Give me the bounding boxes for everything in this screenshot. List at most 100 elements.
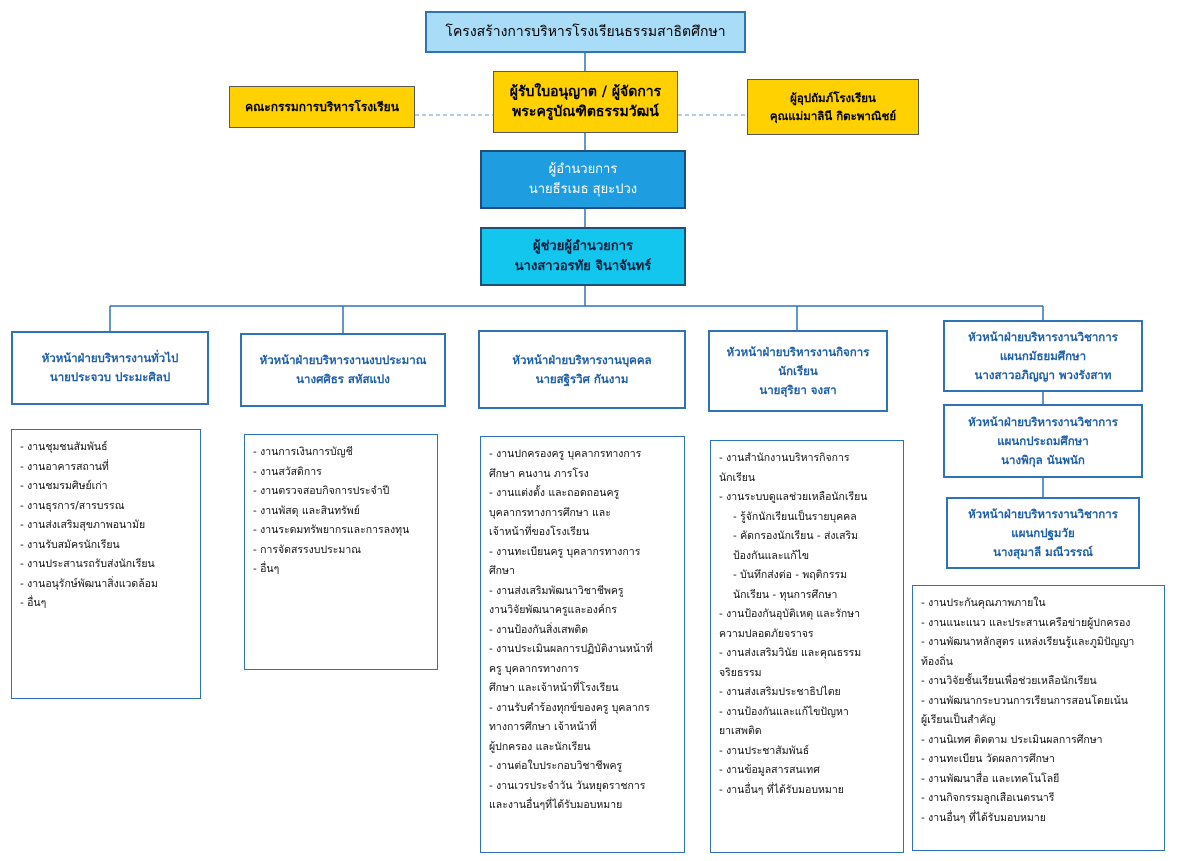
task-item: - งานสวัสดิการ — [253, 465, 322, 478]
task-item: เจ้าหน้าที่ของโรงเรียน — [489, 526, 590, 538]
dept-head-title: หัวหน้าฝ่ายบริหารงานทั่วไป — [41, 351, 179, 365]
task-item: - งานระบบดูแลช่วยเหลือนักเรียน — [719, 491, 868, 503]
task-item: - งานเวรประจำวัน วันหยุดราชการ — [489, 779, 646, 792]
task-item: - บันทึกส่งต่อ - พฤติกรรม — [733, 569, 848, 581]
academic-head-name: นางสุมาลี มณีวรรณ์ — [993, 544, 1093, 559]
task-item: - งานส่งเสริมวินัย และคุณธรรม — [719, 647, 862, 659]
licensee-name: พระครูบัณฑิตธรรมวัฒน์ — [512, 104, 659, 120]
patron-name: คุณแม่มาลินี กิตะพาณิชย์ — [769, 109, 897, 123]
academic-head-title: หัวหน้าฝ่ายบริหารงานวิชาการ — [968, 506, 1118, 521]
task-item: - คัดกรองนักเรียน - ส่งเสริม — [733, 530, 859, 542]
academic-head-section: แผนกปฐมวัย — [1011, 525, 1075, 540]
task-item: - งานอื่นๆ ที่ได้รับมอบหมาย — [719, 783, 844, 796]
academic-head-name: นางพิกุล นันพนัก — [1001, 452, 1085, 467]
academic-head-name: นางสาวอภิญญา พวงรังสาท — [974, 367, 1112, 382]
director-name: นายธีรเมธ สุยะปวง — [528, 181, 638, 197]
budget-head-box: หัวหน้าฝ่ายบริหารงานงบประมาณ นางศศิธร สห… — [240, 333, 446, 407]
task-item: - งานพัฒนากระบวนการเรียนการสอนโดยเน้น — [921, 694, 1128, 707]
academic-secondary-head-box: หัวหน้าฝ่ายบริหารงานวิชาการ แผนกมัธยมศึก… — [943, 320, 1143, 392]
task-item: - งานทะเบียน วัดผลการศึกษา — [921, 753, 1055, 765]
academic-preschool-head-box: หัวหน้าฝ่ายบริหารงานวิชาการ แผนกปฐมวัย น… — [946, 497, 1140, 569]
task-item: นักเรียน - ทุนการศึกษา — [733, 588, 838, 601]
task-item: - การจัดสรรงบประมาณ — [253, 543, 361, 556]
task-item: ผู้ปกครอง และนักเรียน — [489, 740, 591, 753]
academic-head-title: หัวหน้าฝ่ายบริหารงานวิชาการ — [968, 414, 1118, 429]
task-item: และงานอื่นๆที่ได้รับมอบหมาย — [489, 799, 623, 811]
personnel-head-box: หัวหน้าฝ่ายบริหารงานบุคคล นายสฐิรวิศ กัน… — [478, 330, 686, 409]
task-item: บุคลากรทางการศึกษา และ — [489, 506, 611, 519]
task-item: - งานสำนักงานบริหารกิจการ — [719, 452, 850, 464]
academic-task-list: - งานประกันคุณภาพภายใน - งานแนะแนว และประ… — [912, 585, 1165, 851]
task-item: - งานแต่งตั้ง และถอดถอนครู — [489, 487, 620, 499]
dept-head-name: นายสฐิรวิศ กันงาม — [535, 371, 629, 386]
task-item: - งานทะเบียนครู บุคลากรทางการ — [489, 545, 641, 558]
general-affairs-task-list: - งานชุมชนสัมพันธ์ - งานอาคารสถานที่ - งาน… — [11, 429, 201, 699]
dept-head-name: นายสุริยา จงสา — [759, 382, 837, 397]
committee-label: คณะกรรมการบริหารโรงเรียน — [245, 99, 399, 114]
task-item: นักเรียน — [719, 471, 756, 484]
task-item: - งานอื่นๆ ที่ได้รับมอบหมาย — [921, 811, 1046, 824]
task-item: - รู้จักนักเรียนเป็นรายบุคคล — [733, 510, 857, 523]
academic-head-title: หัวหน้าฝ่ายบริหารงานวิชาการ — [968, 329, 1118, 344]
task-item: ท้องถิ่น — [921, 655, 953, 668]
task-item: - งานพัสดุ และสินทรัพย์ — [253, 504, 360, 517]
task-item: - งานระดมทรัพยากรและการลงทุน — [253, 524, 410, 536]
task-item: ความปลอดภัยจราจร — [719, 627, 814, 640]
dept-head-title: หัวหน้าฝ่ายบริหารงานกิจการ — [726, 344, 870, 359]
task-item: - งานรับสมัครนักเรียน — [20, 538, 120, 551]
academic-head-section: แผนกมัธยมศึกษา — [999, 348, 1087, 363]
task-item: ศึกษา — [489, 565, 515, 577]
task-item: จริยธรรม — [719, 666, 762, 679]
task-item: - งานการเงินการบัญชี — [253, 446, 353, 458]
task-item: - งานประเมินผลการปฏิบัติงานหน้าที่ — [489, 643, 653, 655]
task-item: - งานวิจัยชั้นเรียนเพื่อช่วยเหลือนักเรีย… — [921, 675, 1097, 687]
general-affairs-head-box: หัวหน้าฝ่ายบริหารงานทั่วไป นายประจวบ ประ… — [11, 331, 209, 405]
assistant-director-box: ผู้ช่วยผู้อำนวยการ นางสาวอรทัย จินาจันทร… — [480, 227, 686, 286]
director-role: ผู้อำนวยการ — [548, 161, 618, 177]
student-affairs-task-list: - งานสำนักงานบริหารกิจการนักเรียน - งานระ… — [710, 440, 904, 853]
task-item: งานวิจัยพัฒนาครูและองค์กร — [489, 604, 617, 616]
task-item: - งานชมรมศิษย์เก่า — [20, 480, 108, 492]
task-item: - งานแนะแนว และประสานเครือข่ายผู้ปกครอง — [921, 616, 1131, 629]
task-item: - งานส่งเสริมสุขภาพอนามัย — [20, 519, 146, 531]
task-item: - งานปกครองครู บุคลากรทางการ — [489, 448, 642, 460]
dept-head-title-2: นักเรียน — [778, 363, 818, 378]
task-item: - งานส่งเสริมพัฒนาวิชาชีพครู — [489, 584, 624, 597]
task-item: - งานนิเทศ ติดตาม ประเมินผลการศึกษา — [921, 733, 1103, 746]
task-item: - งานอาคารสถานที่ — [20, 460, 109, 473]
dept-head-name: นายประจวบ ประมะศิลป — [49, 370, 171, 384]
task-item: - งานประชาสัมพันธ์ — [719, 744, 810, 757]
patron-box: ผู้อุปถัมภ์โรงเรียน คุณแม่มาลินี กิตะพาณ… — [747, 79, 919, 135]
task-item: - งานชุมชนสัมพันธ์ — [20, 441, 108, 453]
assistant-name: นางสาวอรทัย จินาจันทร์ — [514, 258, 652, 274]
task-item: - อื่นๆ — [20, 597, 47, 609]
task-item: ยาเสพติด — [719, 725, 762, 737]
personnel-task-list: - งานปกครองครู บุคลากรทางการศึกษา คนงาน … — [480, 436, 685, 853]
task-item: - งานกิจกรรมลูกเสือเนตรนารี — [921, 792, 1055, 804]
task-item: - อื่นๆ — [253, 563, 280, 575]
task-item: - งานประสานรถรับส่งนักเรียน — [20, 558, 155, 570]
task-item: - งานป้องกันอุบัติเหตุ และรักษา — [719, 608, 861, 620]
task-item: - งานป้องกันและแก้ไขปัญหา — [719, 705, 849, 718]
task-item: - งานข้อมูลสารสนเทศ — [719, 764, 820, 776]
task-item: - งานส่งเสริมประชาธิปไตย — [719, 686, 841, 698]
committee-box: คณะกรรมการบริหารโรงเรียน — [229, 86, 415, 128]
task-item: ศึกษา คนงาน ภารโรง — [489, 467, 589, 480]
task-item: ศึกษา และเจ้าหน้าที่โรงเรียน — [489, 682, 619, 694]
task-item: - งานต่อใบประกอบวิชาชีพครู — [489, 760, 623, 772]
task-item: - งานธุรการ/สารบรรณ — [20, 499, 125, 512]
task-item: - งานพัฒนาสื่อ และเทคโนโลยี — [921, 772, 1060, 785]
academic-primary-head-box: หัวหน้าฝ่ายบริหารงานวิชาการ แผนกประถมศึก… — [943, 404, 1143, 478]
task-item: - งานรับคำร้องทุกข์ของครู บุคลากร — [489, 701, 650, 714]
task-item: - งานตรวจสอบกิจการประจำปี — [253, 485, 390, 497]
budget-task-list: - งานการเงินการบัญชี - งานสวัสดิการ - งานต… — [244, 434, 438, 670]
task-item: - งานพัฒนาหลักสูตร แหล่งเรียนรู้และภูมิป… — [921, 636, 1135, 648]
dept-head-name: นางศศิธร สหัสแปง — [296, 372, 390, 386]
dept-head-title: หัวหน้าฝ่ายบริหารงานบุคคล — [512, 352, 652, 367]
dept-head-title: หัวหน้าฝ่ายบริหารงานงบประมาณ — [259, 353, 427, 367]
task-item: - งานประกันคุณภาพภายใน — [921, 597, 1046, 609]
task-item: - งานอนุรักษ์พัฒนาสิ่งแวดล้อม — [20, 577, 158, 590]
task-item: ป้องกันและแก้ไข — [733, 549, 810, 562]
student-affairs-head-box: หัวหน้าฝ่ายบริหารงานกิจการ นักเรียน นายส… — [708, 330, 888, 412]
